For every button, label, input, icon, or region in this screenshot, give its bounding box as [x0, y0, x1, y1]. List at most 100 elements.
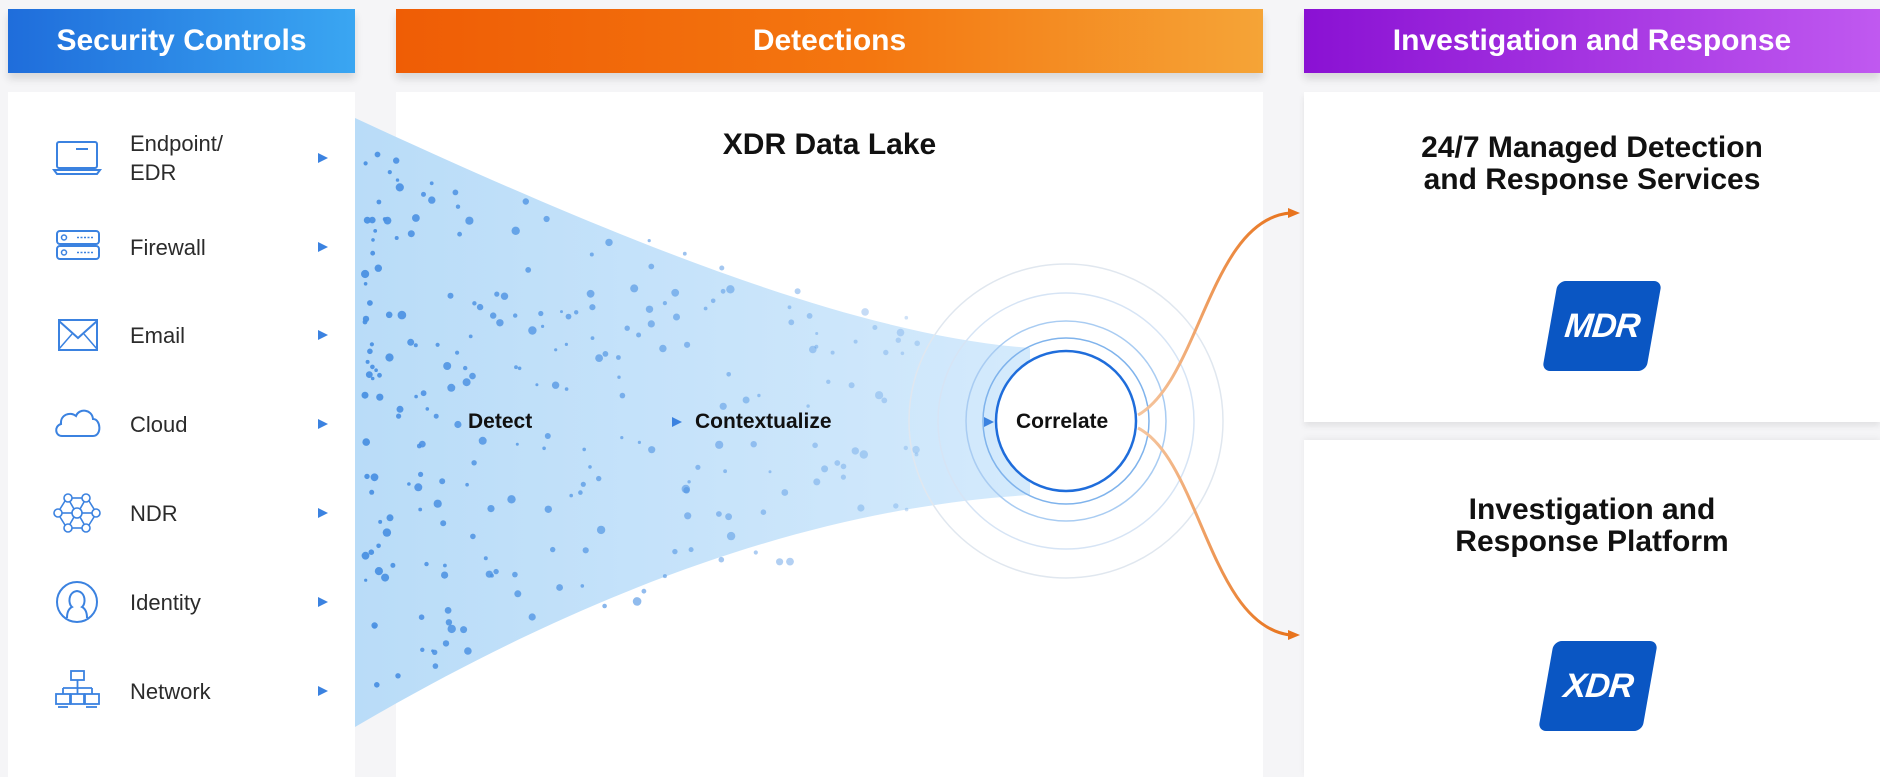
data-point	[859, 450, 868, 459]
data-point	[815, 332, 819, 335]
data-point	[565, 313, 572, 320]
data-point	[914, 452, 919, 457]
data-point	[645, 305, 654, 313]
data-point	[452, 189, 459, 196]
data-point	[493, 568, 499, 575]
data-point	[455, 204, 461, 209]
data-point	[421, 191, 426, 197]
data-point	[378, 519, 383, 524]
data-point	[454, 420, 462, 429]
data-point	[382, 528, 392, 537]
data-point	[580, 584, 585, 588]
cloud-icon	[55, 409, 101, 437]
data-point	[420, 647, 425, 652]
data-point	[515, 442, 519, 446]
data-point	[500, 292, 509, 300]
data-point	[590, 336, 595, 340]
data-point	[662, 574, 667, 579]
data-point	[883, 349, 889, 356]
data-point	[460, 626, 468, 634]
security-controls-panel	[8, 92, 355, 777]
data-point	[496, 319, 504, 327]
data-point	[719, 265, 725, 271]
data-point	[364, 578, 368, 582]
data-point	[617, 375, 621, 379]
data-point	[514, 365, 518, 370]
data-point	[361, 391, 369, 399]
data-point	[726, 531, 736, 541]
data-point	[376, 199, 382, 205]
data-point	[619, 392, 626, 399]
data-point	[387, 170, 392, 175]
data-point	[848, 382, 855, 389]
laptop-icon	[52, 141, 102, 175]
data-point	[412, 214, 420, 222]
data-point	[542, 446, 546, 451]
control-label: NDR	[130, 500, 178, 526]
data-point	[468, 334, 473, 339]
data-point	[544, 433, 551, 439]
data-point	[365, 371, 373, 378]
data-point	[381, 573, 390, 582]
data-point	[429, 181, 434, 186]
data-point	[715, 440, 724, 449]
data-point	[385, 353, 394, 362]
data-point	[394, 236, 399, 240]
firewall-icon	[56, 230, 100, 260]
data-point	[589, 252, 594, 257]
data-point	[872, 325, 878, 330]
xdr-logo: XDR	[1538, 641, 1658, 731]
data-point	[684, 341, 691, 348]
stage-detect: Detect	[468, 410, 533, 433]
data-point	[507, 495, 516, 504]
data-point	[586, 289, 595, 298]
data-point	[522, 198, 529, 205]
control-endpoint: Endpoint/ EDR	[48, 128, 338, 188]
data-point	[821, 465, 829, 473]
data-point	[376, 543, 381, 549]
data-point	[809, 345, 817, 354]
data-point	[541, 324, 545, 328]
data-point	[447, 383, 456, 392]
data-point	[544, 505, 552, 513]
data-point	[382, 217, 387, 222]
data-point	[647, 239, 651, 243]
data-point	[470, 533, 476, 540]
mdr-service-title: 24/7 Managed Detection and Response Serv…	[1421, 131, 1763, 196]
data-point	[861, 308, 869, 316]
data-point	[390, 562, 396, 568]
data-point	[490, 312, 497, 319]
data-point	[442, 640, 450, 647]
data-point	[393, 157, 400, 164]
data-point	[385, 311, 393, 319]
control-email: Email	[48, 305, 338, 365]
data-point	[420, 390, 427, 397]
data-point	[362, 438, 371, 446]
data-point	[369, 342, 374, 347]
data-point	[511, 226, 520, 235]
data-point	[525, 267, 532, 273]
data-point	[760, 509, 767, 515]
control-label: Endpoint/ EDR	[130, 131, 223, 185]
data-points	[361, 151, 920, 688]
data-point	[589, 304, 596, 311]
data-point	[596, 525, 606, 535]
data-point	[723, 469, 727, 474]
data-point	[786, 557, 794, 566]
mdr-logo-text: MDR	[1562, 306, 1642, 345]
data-point	[464, 647, 472, 655]
data-point	[794, 288, 801, 295]
arrow-icon	[252, 508, 328, 518]
xdr-platform-title: Investigation and Response Platform	[1455, 493, 1729, 558]
data-lake-funnel	[355, 118, 1030, 727]
data-point	[671, 288, 680, 297]
data-point	[695, 464, 701, 470]
data-point	[373, 229, 378, 233]
mdr-logo: MDR	[1542, 281, 1662, 371]
data-point	[881, 397, 888, 404]
data-point	[716, 511, 722, 517]
data-point	[595, 354, 603, 362]
data-point	[551, 381, 560, 389]
data-point	[361, 551, 370, 560]
